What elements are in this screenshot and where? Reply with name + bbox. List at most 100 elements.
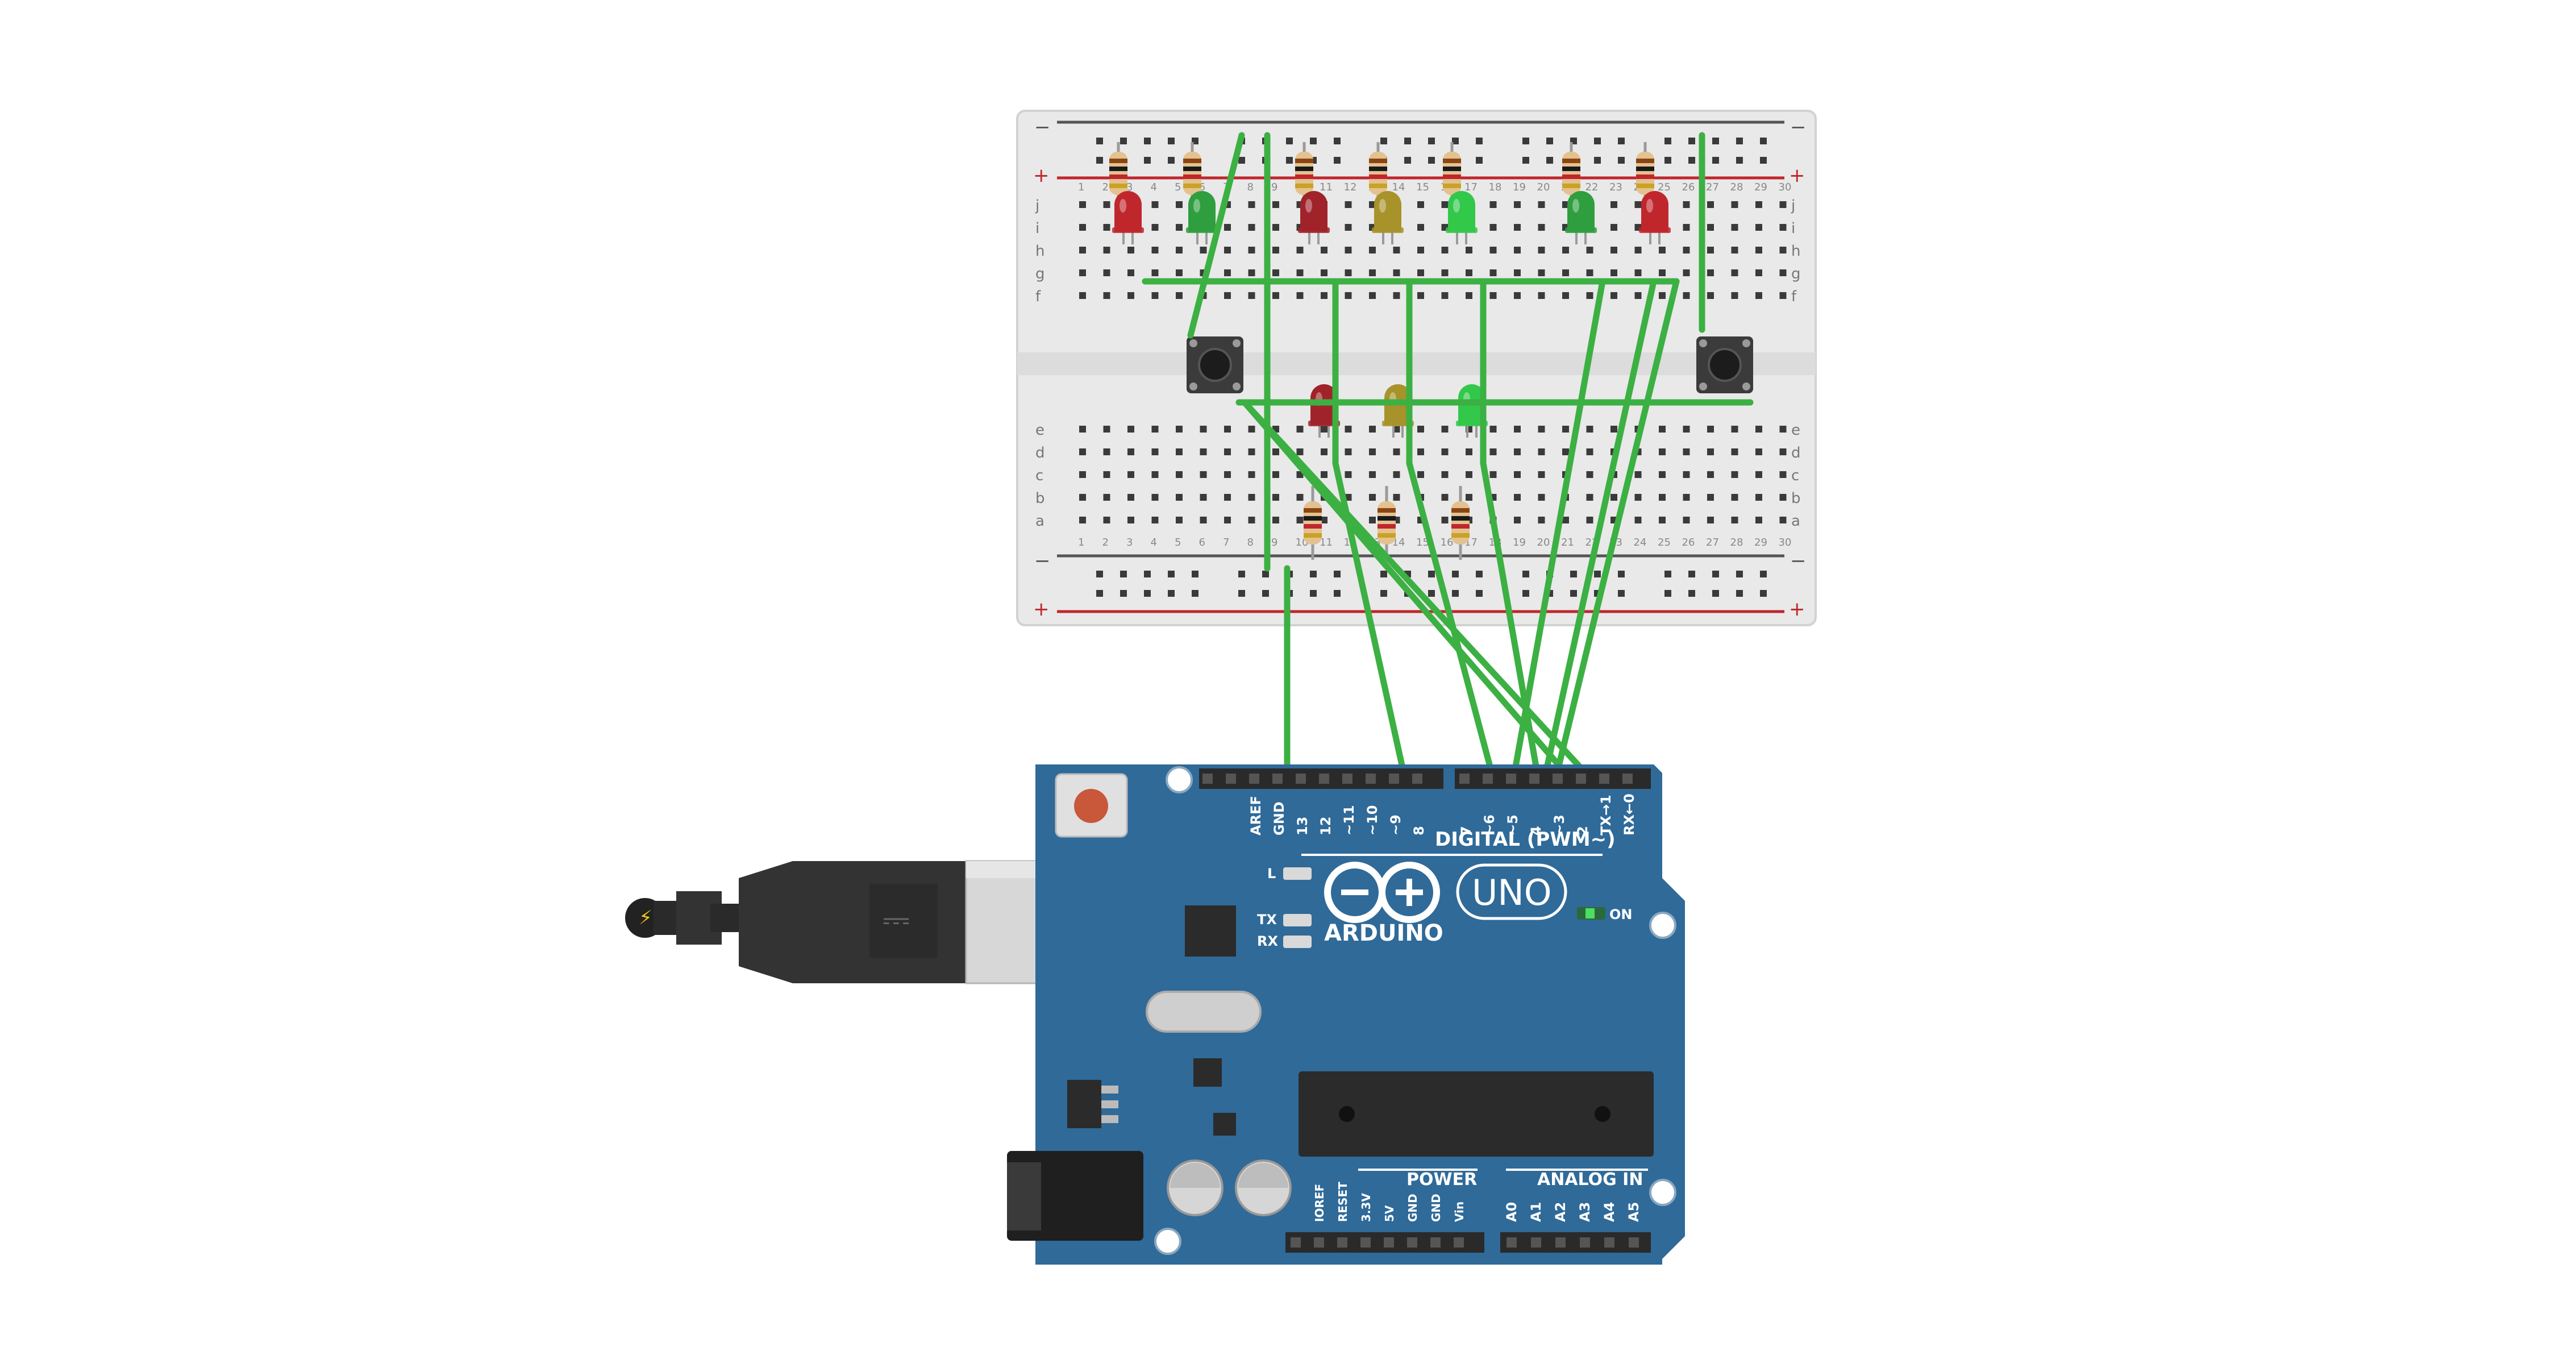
- row-letter: e: [1035, 422, 1044, 439]
- hole: [1079, 269, 1086, 276]
- rail-hole: [1546, 157, 1553, 164]
- power-pin-label: IOREF: [1313, 1184, 1326, 1222]
- column-number: 18: [1489, 181, 1502, 193]
- hole: [1610, 292, 1617, 299]
- hole: [1489, 224, 1497, 231]
- column-number: 14: [1392, 537, 1405, 548]
- header-hole: [1272, 774, 1283, 784]
- rail-hole: [1334, 571, 1341, 577]
- hole: [1538, 224, 1545, 231]
- hole: [1441, 471, 1449, 478]
- hole: [1103, 247, 1110, 253]
- uno-badge: [1456, 863, 1567, 920]
- digital-pin-label: 12: [1318, 817, 1334, 835]
- column-number: 19: [1513, 181, 1526, 193]
- resistor: [1451, 486, 1470, 560]
- hole: [1345, 269, 1352, 276]
- hole: [1755, 269, 1762, 276]
- hole: [1634, 494, 1642, 501]
- hole: [1466, 269, 1472, 276]
- rail-hole: [1310, 590, 1317, 597]
- hole: [1127, 426, 1134, 433]
- hole: [1248, 247, 1255, 253]
- hole: [1659, 292, 1666, 299]
- arduino-logo: [1324, 862, 1440, 923]
- analog-pin-label: A2: [1553, 1202, 1568, 1222]
- hole: [1779, 247, 1787, 253]
- rail-hole: [1452, 571, 1459, 577]
- rail-hole: [1096, 138, 1103, 144]
- column-number: 16: [1441, 537, 1454, 548]
- hole: [1200, 247, 1207, 253]
- hole: [1779, 517, 1787, 523]
- hole: [1272, 247, 1279, 253]
- hole: [1079, 201, 1086, 208]
- hole: [1369, 448, 1376, 455]
- hole: [1103, 426, 1110, 433]
- analog-pin-label: A5: [1626, 1202, 1642, 1222]
- led: [1298, 191, 1330, 244]
- regulator-pin: [1101, 1115, 1118, 1123]
- header-hole: [1226, 774, 1236, 784]
- digital-pin-label: ~3: [1551, 814, 1567, 835]
- hole: [1755, 247, 1762, 253]
- hole: [1127, 448, 1134, 455]
- hole: [1441, 448, 1449, 455]
- hole: [1224, 247, 1231, 253]
- hole: [1296, 494, 1304, 501]
- reset-button[interactable]: [1055, 773, 1128, 838]
- rail-hole: [1286, 138, 1293, 144]
- hole: [1200, 517, 1207, 523]
- hole: [1683, 494, 1690, 501]
- digital-pin-label: 13: [1295, 817, 1310, 835]
- bottom-resistors: [1304, 486, 1470, 560]
- hole: [1466, 494, 1472, 501]
- mounting-hole: [1166, 766, 1193, 793]
- rail-hole: [1192, 590, 1198, 597]
- hole: [1755, 292, 1762, 299]
- hole: [1731, 426, 1738, 433]
- hole: [1321, 269, 1327, 276]
- hole: [1755, 201, 1762, 208]
- push-button-left[interactable]: [1187, 336, 1243, 393]
- column-number: 15: [1416, 181, 1429, 193]
- hole: [1514, 471, 1521, 478]
- hole: [1176, 201, 1183, 208]
- row-letter: d: [1035, 444, 1045, 462]
- digital-pin-label: TX→1: [1598, 795, 1614, 835]
- usb-symbol-icon: ⎓: [883, 900, 910, 940]
- hole: [1200, 494, 1207, 501]
- hole: [1151, 247, 1159, 253]
- header-hole: [1604, 1237, 1614, 1248]
- header-hole: [1506, 774, 1516, 784]
- rail-hole: [1380, 138, 1387, 144]
- hole: [1151, 517, 1159, 523]
- column-number: 11: [1320, 537, 1333, 548]
- rail-hole: [1310, 138, 1317, 144]
- hole: [1634, 517, 1642, 523]
- header-hole: [1576, 774, 1586, 784]
- hole: [1755, 517, 1762, 523]
- rail-hole: [1760, 571, 1767, 577]
- hole: [1393, 448, 1400, 455]
- hole: [1683, 269, 1690, 276]
- power-pin-label: Vin: [1453, 1202, 1466, 1222]
- column-number: 14: [1392, 181, 1405, 193]
- push-button-right[interactable]: [1696, 336, 1753, 393]
- hole: [1562, 292, 1569, 299]
- rail-hole: [1476, 157, 1483, 164]
- header-hole: [1553, 774, 1563, 784]
- row-letter: f: [1791, 288, 1797, 305]
- rail-hole: [1168, 138, 1175, 144]
- hole: [1586, 517, 1593, 523]
- hole: [1417, 292, 1424, 299]
- analog-pin-label: A4: [1601, 1202, 1617, 1222]
- rail-hole: [1712, 138, 1719, 144]
- column-number: 9: [1271, 181, 1277, 193]
- row-letter: h: [1791, 243, 1800, 260]
- small-chip: [1193, 1058, 1222, 1087]
- hole: [1707, 269, 1714, 276]
- hole: [1514, 292, 1521, 299]
